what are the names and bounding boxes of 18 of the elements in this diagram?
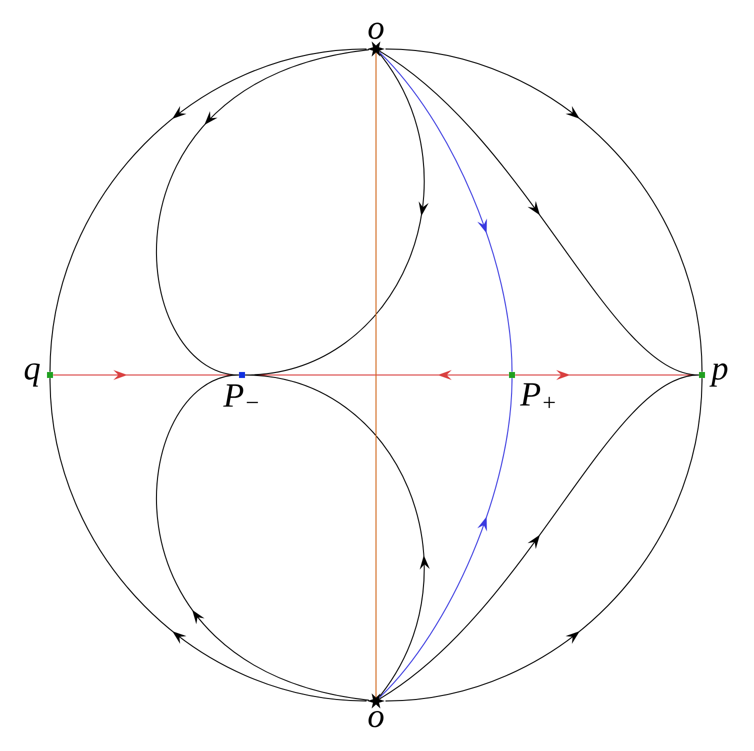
equilibrium-point: P$_{+}$ (509, 372, 555, 408)
trajectory-curve (50, 378, 368, 702)
node-label: o (368, 22, 384, 40)
equilibrium-point: P$_{−}$ (223, 372, 258, 407)
trajectory-curve (379, 52, 512, 372)
equilibrium-point: o (367, 693, 385, 728)
trajectory-curve (156, 374, 370, 701)
node-label: q (24, 363, 40, 387)
equilibrium-point: q (24, 363, 53, 387)
node-label: P$_{+}$ (520, 383, 555, 408)
trajectory-curve (156, 49, 370, 376)
trajectory-curve (50, 48, 368, 372)
node-label: o (368, 710, 384, 728)
node-label: P$_{−}$ (223, 384, 258, 407)
node-label: p (709, 363, 728, 387)
trajectory-curve (379, 378, 512, 698)
equilibrium-point: p (699, 363, 728, 387)
equilibrium-point: o (367, 22, 385, 57)
